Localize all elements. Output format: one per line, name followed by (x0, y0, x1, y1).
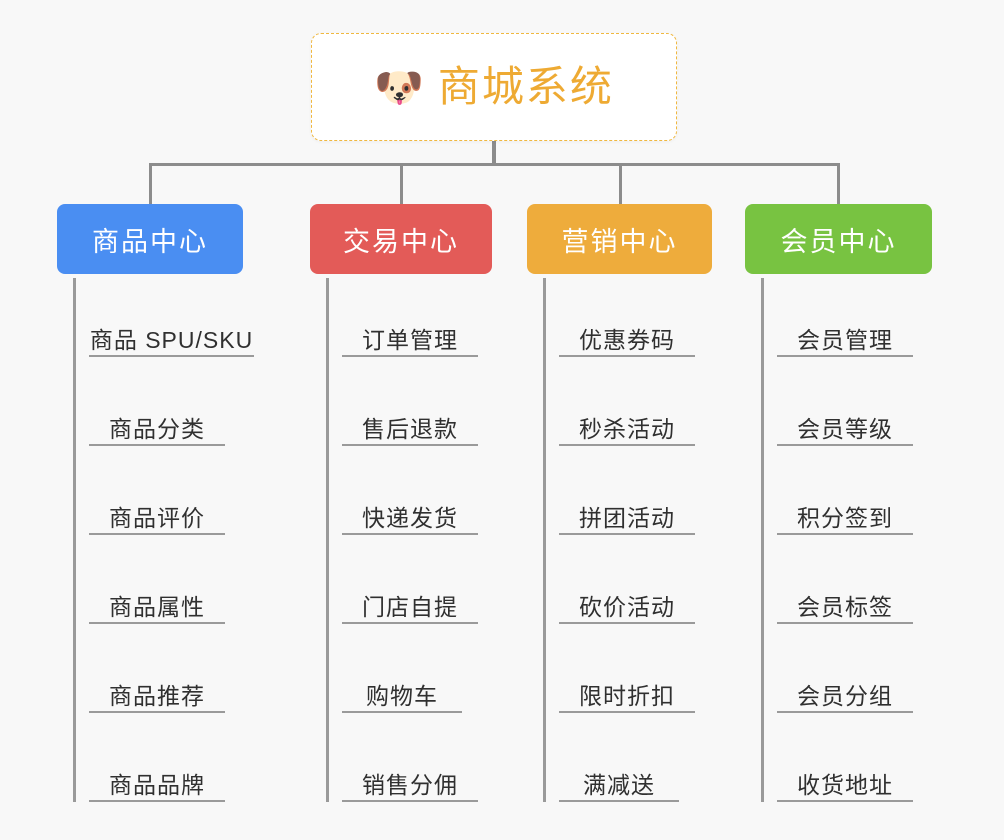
leaf-label: 商品属性 (109, 593, 205, 620)
leaf-item[interactable]: 限时折扣 (559, 667, 695, 713)
leaf-item[interactable]: 商品分类 (89, 400, 225, 446)
leaf-item[interactable]: 快递发货 (342, 489, 478, 535)
leaf-label: 会员标签 (797, 593, 893, 620)
root-node[interactable]: 🐶 商城系统 (311, 33, 677, 141)
leaf-label: 会员管理 (797, 326, 893, 353)
branch-spine (543, 278, 546, 802)
leaf-item[interactable]: 购物车 (342, 667, 462, 713)
leaf-label: 商品评价 (109, 504, 205, 531)
leaf-item[interactable]: 会员标签 (777, 578, 913, 624)
leaf-label: 快递发货 (362, 504, 458, 531)
leaf-item[interactable]: 订单管理 (342, 311, 478, 357)
leaf-label: 门店自提 (362, 593, 458, 620)
leaf-item[interactable]: 优惠券码 (559, 311, 695, 357)
leaf-label: 会员分组 (797, 682, 893, 709)
leaf-item[interactable]: 积分签到 (777, 489, 913, 535)
leaf-label: 秒杀活动 (579, 415, 675, 442)
branch-spine (326, 278, 329, 802)
leaf-item[interactable]: 会员等级 (777, 400, 913, 446)
branch-3: 优惠券码秒杀活动拼团活动砍价活动限时折扣满减送 (527, 0, 777, 840)
leaf-item[interactable]: 收货地址 (777, 756, 913, 802)
leaf-item[interactable]: 商品属性 (89, 578, 225, 624)
category-label: 会员中心 (780, 226, 897, 257)
branch-2: 订单管理售后退款快递发货门店自提购物车销售分佣 (310, 0, 560, 840)
leaf-label: 商品分类 (109, 415, 205, 442)
leaf-label: 销售分佣 (362, 771, 458, 798)
leaf-label: 拼团活动 (579, 504, 675, 531)
category-node-3[interactable]: 营销中心 (527, 204, 712, 274)
category-node-2[interactable]: 交易中心 (310, 204, 492, 274)
leaf-label: 优惠券码 (579, 326, 675, 353)
leaf-label: 售后退款 (362, 415, 458, 442)
branch-spine (761, 278, 764, 802)
leaf-label: 砍价活动 (579, 593, 675, 620)
category-node-1[interactable]: 商品中心 (57, 204, 243, 274)
leaf-label: 购物车 (366, 682, 438, 709)
leaf-label: 收货地址 (797, 771, 893, 798)
leaf-label: 会员等级 (797, 415, 893, 442)
category-node-4[interactable]: 会员中心 (745, 204, 932, 274)
leaf-item[interactable]: 满减送 (559, 756, 679, 802)
branch-1: 商品 SPU/SKU 商品分类商品评价商品属性商品推荐商品品牌 (57, 0, 307, 840)
category-label: 商品中心 (92, 226, 208, 257)
branch-spine (73, 278, 76, 802)
leaf-item[interactable]: 会员管理 (777, 311, 913, 357)
shiba-dog-face-icon: 🐶 (374, 66, 424, 110)
leaf-label: 订单管理 (362, 326, 458, 353)
leaf-item[interactable]: 销售分佣 (342, 756, 478, 802)
category-label: 交易中心 (343, 226, 459, 257)
root-title: 商城系统 (437, 63, 614, 110)
leaf-item[interactable]: 会员分组 (777, 667, 913, 713)
leaf-label: 商品品牌 (109, 771, 205, 798)
category-label: 营销中心 (561, 226, 678, 257)
branch-4: 会员管理会员等级积分签到会员标签会员分组收货地址 (745, 0, 995, 840)
leaf-item[interactable]: 门店自提 (342, 578, 478, 624)
leaf-item[interactable]: 商品品牌 (89, 756, 225, 802)
leaf-label: 商品 SPU/SKU (89, 326, 254, 353)
leaf-item[interactable]: 商品评价 (89, 489, 225, 535)
leaf-label: 商品推荐 (109, 682, 205, 709)
leaf-item[interactable]: 售后退款 (342, 400, 478, 446)
leaf-label: 积分签到 (797, 504, 893, 531)
leaf-item[interactable]: 拼团活动 (559, 489, 695, 535)
leaf-label: 限时折扣 (579, 682, 675, 709)
leaf-item[interactable]: 秒杀活动 (559, 400, 695, 446)
leaf-item[interactable]: 商品推荐 (89, 667, 225, 713)
leaf-label: 满减送 (583, 771, 655, 798)
leaf-item[interactable]: 商品 SPU/SKU (89, 311, 254, 357)
leaf-item[interactable]: 砍价活动 (559, 578, 695, 624)
